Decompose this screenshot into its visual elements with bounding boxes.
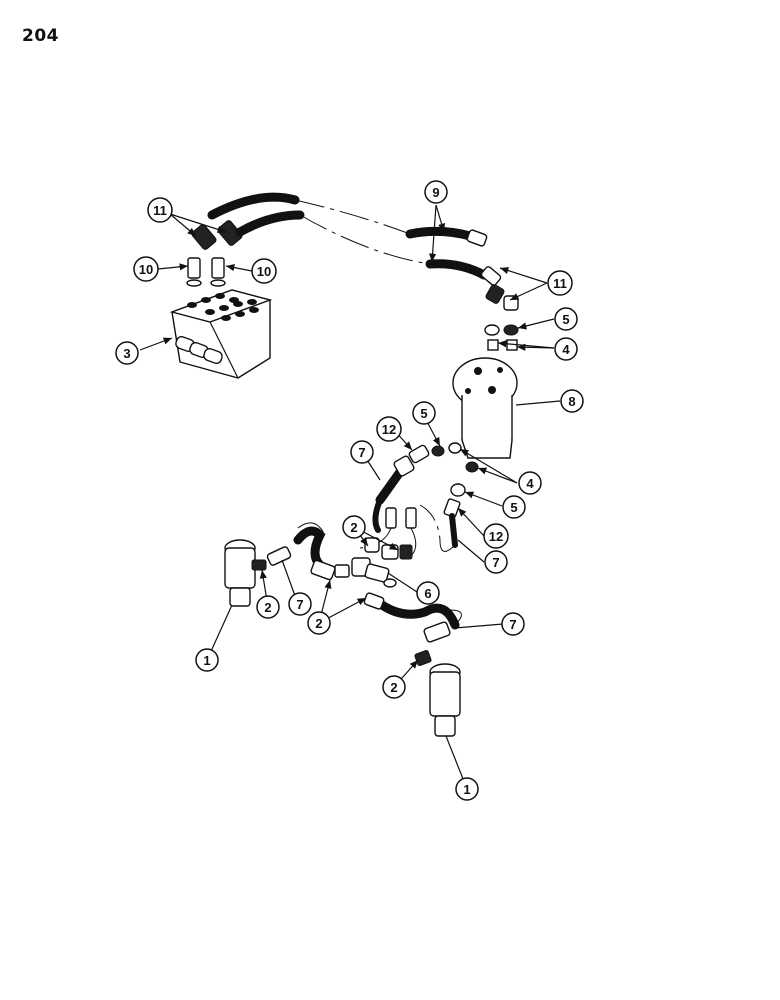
- svg-text:4: 4: [562, 342, 570, 357]
- svg-text:7: 7: [492, 555, 499, 570]
- page-number: 204: [22, 26, 59, 46]
- svg-text:5: 5: [420, 406, 427, 421]
- callout-7a: 7: [350, 440, 374, 464]
- svg-text:2: 2: [350, 520, 357, 535]
- callout-10a: 10: [133, 256, 159, 282]
- callout-5c: 5: [502, 495, 526, 519]
- svg-text:1: 1: [463, 782, 470, 797]
- control-valve: [169, 289, 273, 379]
- callout-8: 8: [560, 389, 584, 413]
- svg-text:7: 7: [358, 445, 365, 460]
- svg-text:10: 10: [257, 264, 271, 279]
- svg-text:12: 12: [489, 529, 503, 544]
- center-block: [266, 522, 462, 643]
- cylinder-right: [414, 650, 461, 737]
- svg-text:2: 2: [390, 680, 397, 695]
- callout-11a: 11: [147, 197, 173, 223]
- swivel-housing: [452, 357, 518, 459]
- svg-text:5: 5: [510, 500, 517, 515]
- svg-text:7: 7: [509, 617, 516, 632]
- callout-2d: 2: [382, 675, 406, 699]
- callout-7d: 7: [501, 612, 525, 636]
- callout-1a: 1: [195, 648, 219, 672]
- svg-text:9: 9: [432, 185, 439, 200]
- svg-text:11: 11: [153, 203, 167, 218]
- callout-4a: 4: [554, 337, 578, 361]
- svg-text:6: 6: [424, 586, 431, 601]
- svg-text:5: 5: [562, 312, 569, 327]
- svg-text:2: 2: [264, 600, 271, 615]
- svg-text:12: 12: [382, 422, 396, 437]
- svg-text:10: 10: [139, 262, 153, 277]
- lower-fittings: [359, 442, 479, 556]
- callout-10b: 10: [251, 258, 277, 284]
- svg-text:8: 8: [568, 394, 575, 409]
- svg-text:7: 7: [296, 597, 303, 612]
- callout-12b: 12: [483, 523, 509, 549]
- svg-text:1: 1: [203, 653, 210, 668]
- main-hoses: [207, 192, 519, 351]
- callout-6: 6: [416, 581, 440, 605]
- callout-5b: 5: [412, 401, 436, 425]
- cylinder-left: [224, 539, 267, 607]
- svg-text:4: 4: [526, 476, 534, 491]
- callout-2c: 2: [307, 611, 331, 635]
- callout-9: 9: [424, 180, 448, 204]
- svg-text:3: 3: [123, 346, 130, 361]
- valve-fittings: [186, 220, 243, 287]
- callout-11b: 11: [547, 270, 573, 296]
- callout-2a: 2: [342, 515, 366, 539]
- callout-1b: 1: [455, 777, 479, 801]
- callout-2b: 2: [256, 595, 280, 619]
- callout-7b: 7: [484, 550, 508, 574]
- svg-text:11: 11: [553, 276, 567, 291]
- callout-5a: 5: [554, 307, 578, 331]
- callout-4b: 4: [518, 471, 542, 495]
- callout-3: 3: [115, 341, 139, 365]
- svg-text:2: 2: [315, 616, 322, 631]
- callout-12a: 12: [376, 416, 402, 442]
- callout-7c: 7: [288, 592, 312, 616]
